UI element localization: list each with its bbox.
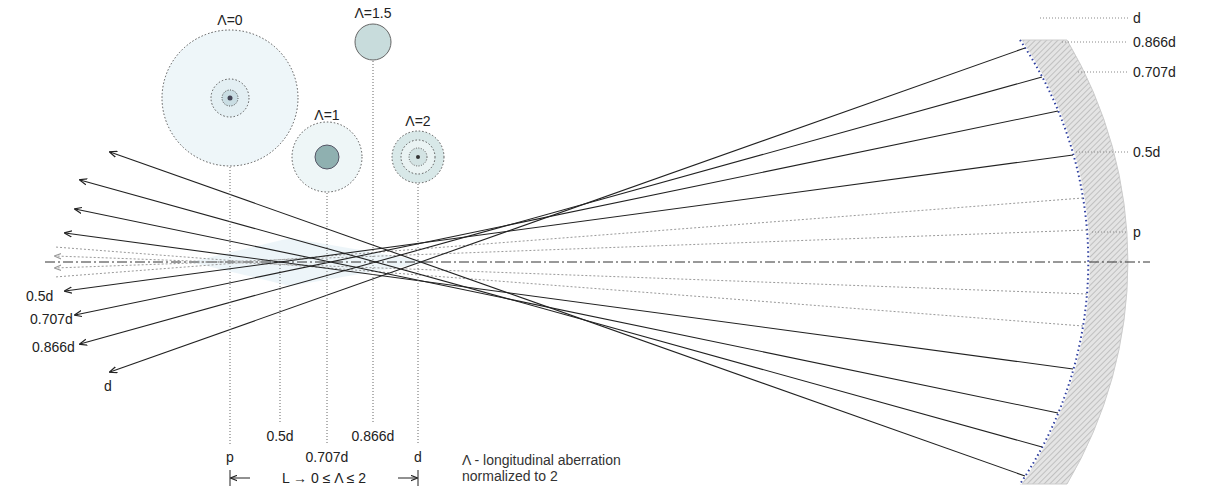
focus-label: 0.866d <box>352 428 395 444</box>
focus-label: p <box>226 449 234 465</box>
zone-label: p <box>1133 224 1141 240</box>
focus-label: 0.5d <box>266 428 293 444</box>
ray-label: 0.707d <box>30 311 73 327</box>
zone-label: 0.5d <box>1133 144 1160 160</box>
spot-lambda-0 <box>162 30 298 166</box>
spot-label: Λ=2 <box>405 113 430 129</box>
range-bracket <box>230 470 418 486</box>
ray-label: 0.5d <box>26 288 53 304</box>
spot-lambda-1-5 <box>355 24 391 60</box>
zone-label: d <box>1133 10 1141 26</box>
spot-label: Λ=1.5 <box>355 5 392 21</box>
ray-label: d <box>104 378 112 394</box>
spot-lambda-2 <box>392 131 444 183</box>
note-text: Λ - longitudinal aberration normalized t… <box>462 452 642 484</box>
ray-label: 0.866d <box>32 339 75 355</box>
paraxial-rays <box>55 198 1087 326</box>
spot-label: Λ=0 <box>217 12 242 28</box>
focus-label: 0.707d <box>306 449 349 465</box>
range-label: L → 0 ≤ Λ ≤ 2 <box>279 470 369 486</box>
spot-lambda-1 <box>292 122 362 192</box>
zone-label: 0.866d <box>1133 34 1176 50</box>
zone-label: 0.707d <box>1133 64 1176 80</box>
spot-label: Λ=1 <box>314 107 339 123</box>
focus-label: d <box>414 449 422 465</box>
